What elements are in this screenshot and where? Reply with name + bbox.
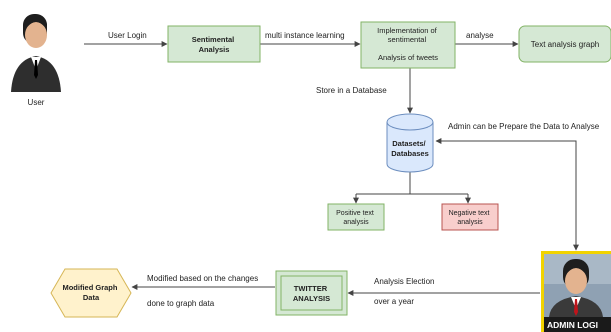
- implementation-line-1: Implementation of: [377, 26, 438, 35]
- negative-line-2: analysis: [457, 219, 483, 226]
- edge-label-analyse: analyse: [466, 31, 494, 40]
- connectors: [84, 41, 579, 296]
- admin-label: ADMIN LOGI: [547, 320, 598, 330]
- twitter-line-2: ANALYSIS: [293, 294, 330, 303]
- database-line-2: Databases: [391, 149, 429, 158]
- user-label: User: [28, 98, 45, 107]
- node-negative-text: Negative text analysis: [441, 203, 499, 231]
- negative-line-1: Negative text: [449, 210, 490, 217]
- edge-label-analysis-election: Analysis Election: [374, 277, 434, 286]
- svg-text:Datasets/ Databases: Datasets/ Databases: [391, 139, 429, 158]
- node-implementation: Implementation of sentimental Analysis o…: [360, 21, 456, 69]
- twitter-line-1: TWITTER: [294, 284, 328, 293]
- node-positive-text: Positive text analysis: [327, 203, 385, 231]
- node-sentimental-analysis: Sentimental Analysis: [167, 25, 261, 63]
- implementation-line-2: sentimental: [388, 35, 427, 44]
- svg-text:Modified Graph Data: Modified Graph Data: [62, 283, 119, 302]
- sentimental-line-2: Analysis: [199, 45, 230, 54]
- edge-label-user-login: User Login: [108, 31, 147, 40]
- node-text-analysis-graph: Text analysis graph: [518, 25, 611, 63]
- edge-label-admin-prepare: Admin can be Prepare the Data to Analyse: [448, 122, 600, 131]
- node-twitter-analysis: TWITTER ANALYSIS: [275, 270, 348, 316]
- node-database: Datasets/ Databases: [386, 113, 434, 173]
- svg-text:Text analysis graph: Text analysis graph: [531, 40, 599, 49]
- edge-label-modified-based: Modified based on the changes: [147, 274, 258, 283]
- implementation-line-4: Analysis of tweets: [378, 53, 438, 62]
- edge-admin-db: [435, 138, 579, 251]
- edge-label-done-graph: done to graph data: [147, 299, 215, 308]
- svg-text:Implementation of sentim: Implementation of sentimental Analysis o…: [377, 26, 439, 62]
- user-icon: [11, 14, 61, 92]
- edge-label-over-year: over a year: [374, 297, 414, 306]
- positive-line-2: analysis: [343, 219, 369, 226]
- database-line-1: Datasets/: [392, 139, 426, 148]
- text-graph-line-1: Text analysis graph: [531, 40, 599, 49]
- edge-label-store-db: Store in a Database: [316, 86, 387, 95]
- svg-text:Sentimental Analysis: Sentimental Analysis: [192, 35, 237, 54]
- sentimental-line-1: Sentimental: [192, 35, 235, 44]
- node-modified-graph-data: Modified Graph Data: [50, 268, 132, 318]
- svg-text:TWITTER ANALYSIS: TWITTER ANALYSIS: [293, 284, 330, 303]
- positive-line-1: Positive text: [336, 210, 374, 217]
- admin-icon: [541, 251, 611, 332]
- svg-text:Negative text analysis: Negative text analysis: [449, 210, 492, 226]
- svg-text:Positive text analysis: Positive text analysis: [336, 210, 376, 226]
- modified-line-1: Modified Graph: [62, 283, 117, 292]
- modified-line-2: Data: [83, 293, 100, 302]
- edge-label-multi-instance: multi instance learning: [265, 31, 345, 40]
